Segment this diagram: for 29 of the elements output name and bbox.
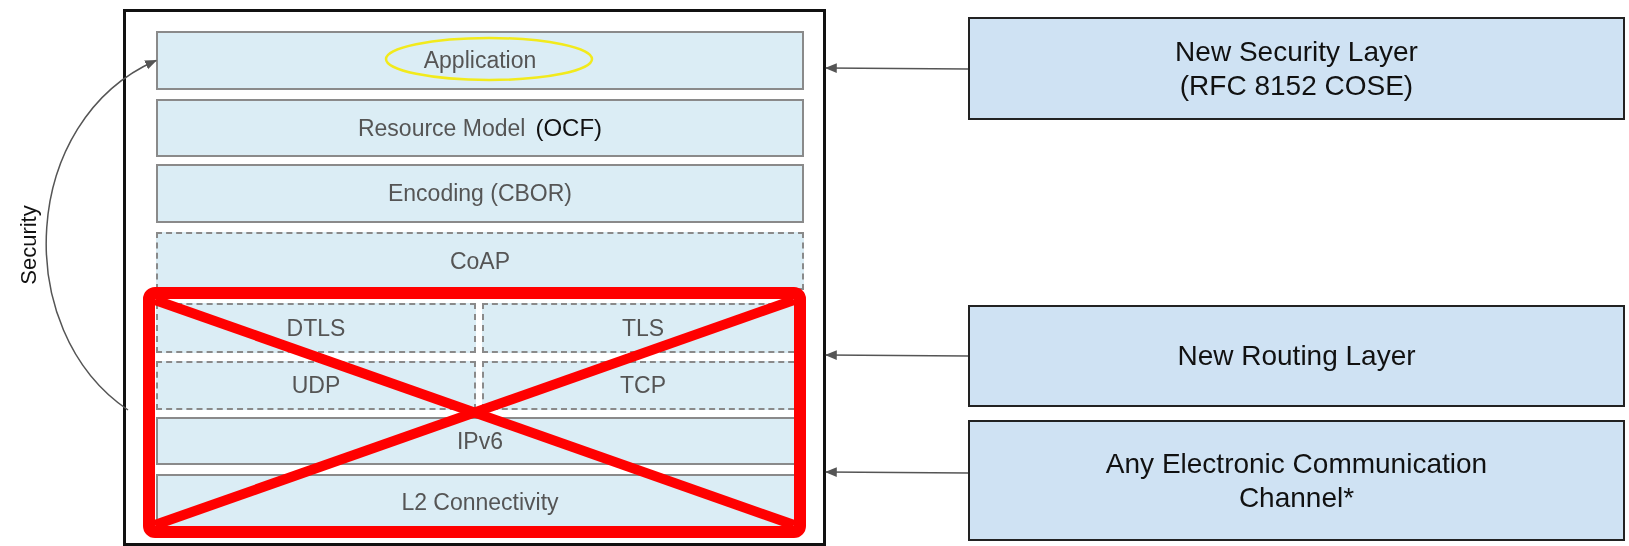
layer-box	[156, 164, 804, 223]
arrow	[824, 350, 969, 360]
arrow	[46, 59, 158, 411]
arrow	[824, 467, 969, 477]
layer-name: CoAP	[449, 247, 511, 275]
layer-name: Any Electronic Communication Channel*	[1104, 446, 1489, 515]
layer-name: UDP	[291, 372, 341, 399]
layer-box	[156, 303, 476, 353]
layer-box	[156, 99, 804, 157]
layer-box	[156, 31, 804, 90]
layer-name: DTLS	[286, 314, 346, 342]
layer-box	[156, 232, 804, 290]
layer-name: IPv6	[457, 427, 503, 455]
edge-label: Security	[15, 205, 42, 285]
layer-name: TLS	[621, 314, 665, 342]
layer-name: Resource Model	[357, 114, 526, 142]
layer-name: Encoding (CBOR)	[387, 180, 573, 207]
stack-frame	[123, 9, 826, 546]
layer-name: TCP	[620, 372, 666, 399]
arrow	[824, 63, 969, 73]
layer-name: New Security Layer (RFC 8152 COSE)	[1174, 34, 1419, 103]
replacement-box	[968, 420, 1625, 541]
replacement-box	[968, 17, 1625, 120]
layer-note: (OCF)	[535, 114, 603, 142]
layer-name: L2 Connectivity	[401, 489, 559, 516]
replacement-box	[968, 305, 1625, 407]
layer-box	[156, 361, 476, 410]
layer-name: New Routing Layer	[1177, 339, 1416, 373]
layer-name: Application	[423, 47, 537, 74]
